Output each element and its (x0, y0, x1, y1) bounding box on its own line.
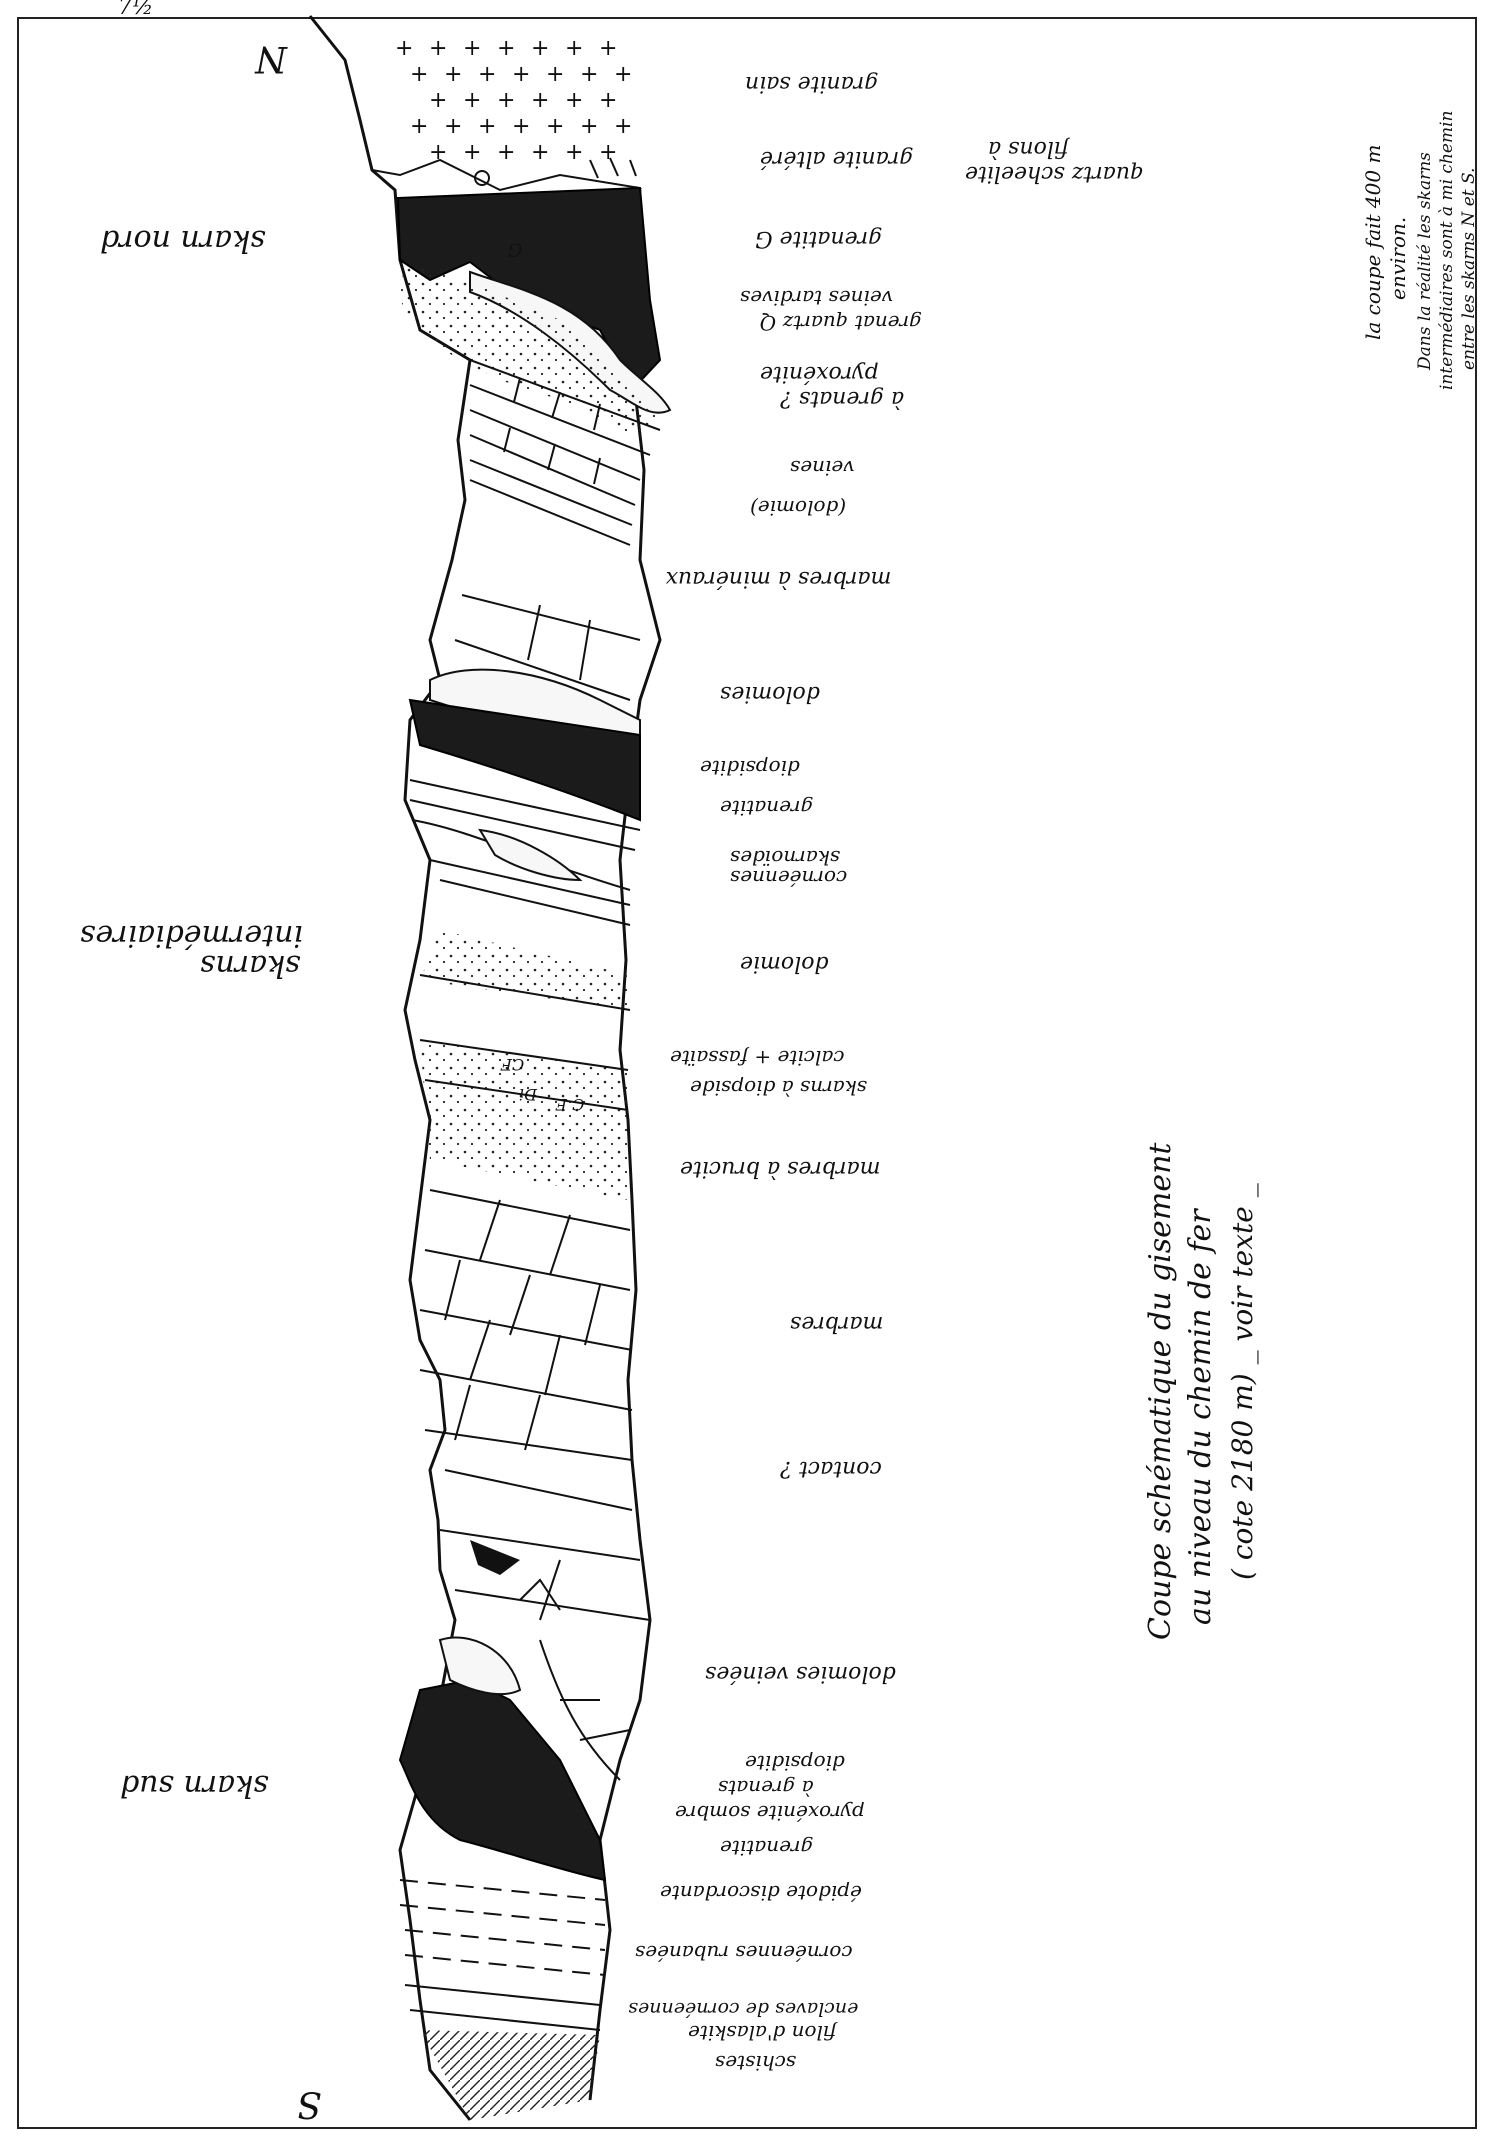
extent-note: la coupe fait 400 m environ. Dans la réa… (1361, 111, 1479, 390)
granite-cross-symbol: + (580, 114, 598, 139)
schist-hatching (420, 2030, 600, 2120)
layer-label: dolomies (720, 681, 820, 706)
note-line: Dans la réalité les skarns (1415, 152, 1435, 371)
mark-cf-2: CF (500, 1055, 524, 1074)
layer-label: marbres (790, 1311, 883, 1336)
granite-cross-symbol: + (531, 140, 549, 165)
granite-cross-symbol: + (565, 36, 583, 61)
layer-label: grenatite (720, 1836, 813, 1860)
granite-cross-symbol: + (463, 88, 481, 113)
granite-cross-symbol: + (565, 88, 583, 113)
layer-label: granite sain (745, 71, 878, 96)
layer-label: dolomie (740, 951, 829, 976)
granite-cross-symbol: + (463, 140, 481, 165)
caption-line-2: au niveau du chemin de fer (1183, 1208, 1218, 1625)
granite-cross-symbol: + (429, 88, 447, 113)
layer-label: diopsidite (700, 756, 800, 780)
caption-line-3: ( cote 2180 m) _ voir texte _ (1226, 1183, 1259, 1580)
layer-label: marbres à minéraux (665, 566, 891, 591)
layer-label: skarnoïdes (730, 846, 840, 870)
granite-cross-symbol: + (395, 36, 413, 61)
layer-label: veines tardives (740, 286, 893, 310)
layer-labels: granite sain granite altéré filons à qua… (628, 71, 1144, 2075)
layer-label: enclaves de cornéennes (628, 1998, 858, 2020)
granite-cross-symbol: + (531, 88, 549, 113)
note-line: la coupe fait 400 m (1361, 145, 1385, 340)
note-line: environ. (1386, 217, 1410, 300)
zone-south-label: skarn sud (120, 1768, 269, 1803)
north-mark: N (254, 38, 288, 79)
note-line: intermédiaires sont à mi chemin (1437, 111, 1457, 390)
caption: Coupe schématique du gisement au niveau … (1143, 1142, 1259, 1640)
layer-label: filon d'alaskite (688, 2021, 838, 2045)
layer-label: skarns à diopside (690, 1076, 867, 1100)
layer-label: diopsidite (745, 1751, 845, 1775)
granite-cross-symbol: + (444, 62, 462, 87)
zone-labels: skarn nord skarns intermédiaires skarn s… (80, 223, 303, 1803)
dolomie-dotted-band (420, 930, 630, 1010)
layer-label: contact ? (780, 1456, 882, 1481)
veined-dolomite-south (440, 1470, 650, 1620)
alaskite-top (405, 1985, 600, 2005)
note-line: entre les skarns N et S. (1459, 168, 1479, 370)
layer-label: grenatite (720, 796, 813, 820)
hornfels-dashed (400, 1880, 605, 1975)
granite-cross-symbol: + (546, 114, 564, 139)
layer-label: schistes (715, 2051, 796, 2075)
granite-cross-symbol: + (512, 62, 530, 87)
granite-cross-symbol: + (463, 36, 481, 61)
granite-cross-symbol: + (497, 36, 515, 61)
granite-cross-symbol: + (599, 36, 617, 61)
granite-cross-symbol: + (565, 140, 583, 165)
layer-label: quartz scheelite (965, 161, 1144, 186)
granite-cross-symbol: + (444, 114, 462, 139)
layer-label: veines (790, 456, 855, 480)
mark-g: G (508, 239, 522, 260)
alaskite-bottom (410, 2010, 600, 2030)
granite-cross-symbol: + (599, 88, 617, 113)
granite-cross-symbol: + (410, 114, 428, 139)
granite-cross-symbol: + (531, 36, 549, 61)
layer-label: à grenats (718, 1776, 814, 1800)
layer-label: filons à (988, 136, 1071, 161)
layer-label: pyroxénite (760, 361, 879, 386)
cross-section: +++++++++++++++++++++++++++++++++ G (310, 16, 670, 2120)
caption-line-1: Coupe schématique du gisement (1143, 1142, 1178, 1640)
layer-label: granite altéré (760, 146, 913, 171)
granite-cross-symbol: + (497, 140, 515, 165)
layer-label: grenat quartz Q (760, 311, 922, 335)
marble-blocks (420, 1190, 632, 1460)
granite-cross-symbol: + (580, 62, 598, 87)
granite-cross-symbol: + (599, 140, 617, 165)
layer-label: calcite + fassaïte (670, 1046, 845, 1070)
granite-cross-symbol: + (546, 62, 564, 87)
layer-label: épidote discordante (660, 1881, 862, 1905)
layer-label: pyroxénite sombre (675, 1801, 865, 1825)
granite-cross-symbol: + (429, 36, 447, 61)
layer-label: cornéennes rubanées (635, 1941, 853, 1965)
granite-cross-symbol: + (614, 114, 632, 139)
granite-cross-symbol: + (512, 114, 530, 139)
granite-cross-symbol: + (478, 62, 496, 87)
layer-label: à grenats ? (780, 386, 904, 411)
layer-label: grenatite G (755, 226, 882, 251)
pyroxenite-south (400, 1680, 605, 1880)
granite-cross-symbol: + (497, 88, 515, 113)
mark-cf-1: C F (555, 1095, 584, 1114)
layer-label: marbres à brucite (680, 1156, 881, 1181)
granite-cross-symbol: + (410, 62, 428, 87)
layer-label: (dolomie) (750, 496, 846, 520)
layer-label: dolomies veinées (705, 1661, 896, 1686)
granite-cross-symbol: + (614, 62, 632, 87)
south-mark: S (297, 2083, 322, 2124)
granite-cross-symbol: + (478, 114, 496, 139)
zone-north-label: skarn nord (100, 223, 266, 258)
zone-intermediate-label-2: intermédiaires (80, 918, 303, 953)
mark-di: Di (519, 1085, 538, 1104)
